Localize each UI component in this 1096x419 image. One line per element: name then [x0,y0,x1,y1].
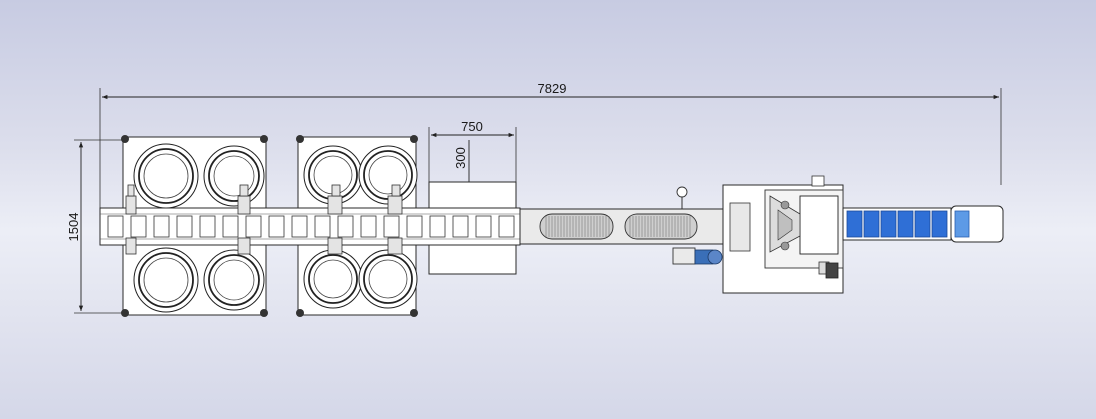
bucket-cell [268,215,285,238]
gripper-clamps [125,184,403,255]
bucket-cell [475,215,492,238]
rotary-platform-icon [133,247,199,313]
rotary-platform-icon [203,145,265,207]
drive-motor [672,186,723,265]
bucket-cell [337,215,354,238]
dimension-table-length: 750 [428,119,517,182]
dimension-overall-width: 1504 [66,139,126,314]
rotary-platform-icon [203,249,265,311]
rotary-platform-icon [133,143,199,209]
bucket-cell [360,215,377,238]
dimension-table-width-label: 300 [453,147,468,169]
rotary-platform-icon [358,145,418,205]
filling-sealing-machine [722,175,844,294]
transfer-conveyor [519,208,726,245]
bucket-cell [452,215,469,238]
dimension-overall-length-label: 7829 [538,81,567,96]
bucket-cell [498,215,515,238]
bucket-cell [153,215,170,238]
conveyor-segment [931,210,948,238]
bucket-cell [176,215,193,238]
conveyor-segment [914,210,931,238]
dimension-overall-length: 7829 [99,81,1002,208]
bucket-cell [406,215,423,238]
bucket-cell [222,215,239,238]
conveyor-segment [880,210,897,238]
conveyor-segment [897,210,914,238]
output-conveyor [842,205,1004,243]
conveyor-segment [846,210,863,238]
bucket-cell [245,215,262,238]
rotary-platform-icon [358,249,418,309]
bucket-cell [429,215,446,238]
dimension-overall-width-label: 1504 [66,213,81,242]
rotary-platform-icon [303,249,363,309]
bucket-conveyor [99,207,521,246]
bucket-cell [130,215,147,238]
bucket-cell [199,215,216,238]
bucket-cell [314,215,331,238]
conveyor-segment [863,210,880,238]
bucket-cell [107,215,124,238]
dimension-table-length-label: 750 [461,119,483,134]
bucket-cell [291,215,308,238]
bucket-cell [383,215,400,238]
